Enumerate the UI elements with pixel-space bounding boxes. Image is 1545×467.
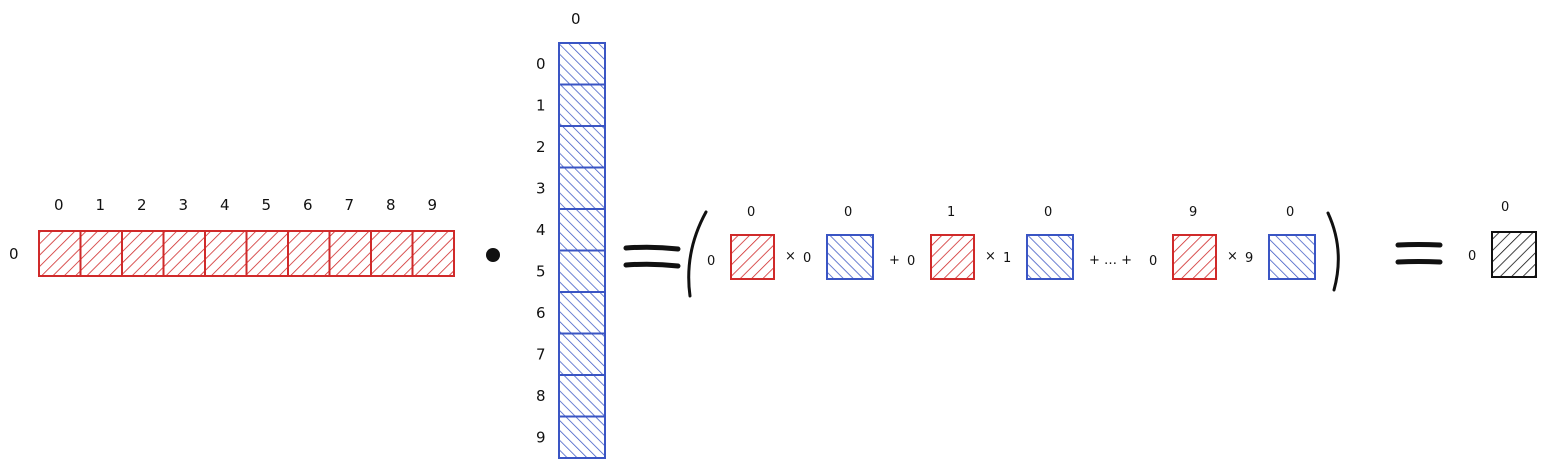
multiply-icon: × bbox=[1227, 249, 1238, 264]
term-blue-cell bbox=[1268, 234, 1316, 280]
column-vector-cell bbox=[558, 42, 606, 86]
row-vector-cell bbox=[245, 230, 289, 277]
expansion-term: 0 9 × 9 0 bbox=[1149, 205, 1316, 280]
left-paren-icon bbox=[687, 210, 708, 298]
column-vector-row-label: 8 bbox=[536, 387, 546, 405]
term-red-cell bbox=[1172, 234, 1217, 280]
expansion-sum: 0 0 × 0 0 +0 1 × 1 0 + … + 0 9 × 9 0 bbox=[707, 205, 1316, 280]
row-vector-col-label: 5 bbox=[262, 196, 272, 214]
multiply-icon: × bbox=[985, 249, 996, 264]
term-blue-col-label: 0 bbox=[1286, 205, 1294, 220]
row-vector-cells bbox=[38, 230, 455, 277]
dot-operator-icon bbox=[486, 248, 500, 262]
row-vector-cell bbox=[38, 230, 82, 277]
row-vector-col-label: 4 bbox=[220, 196, 230, 214]
term-red-col-label: 0 bbox=[747, 205, 755, 220]
row-vector-cell bbox=[287, 230, 331, 277]
result-cell: 0 0 bbox=[1468, 200, 1537, 278]
column-vector: 0 0 1 2 3 4 5 6 7 8 9 bbox=[536, 10, 606, 459]
column-vector-cell bbox=[558, 291, 606, 335]
term-blue-row-label: 9 bbox=[1245, 251, 1253, 266]
term-blue-cell bbox=[826, 234, 874, 280]
row-vector-col-label: 9 bbox=[428, 196, 438, 214]
column-vector-cell bbox=[558, 332, 606, 376]
column-vector-row-label: 7 bbox=[536, 346, 546, 364]
result-row-label: 0 bbox=[1468, 249, 1476, 264]
column-vector-cell bbox=[558, 415, 606, 459]
term-red-row-label: 0 bbox=[907, 254, 915, 269]
row-vector-col-label: 2 bbox=[137, 196, 147, 214]
row-vector-col-label: 1 bbox=[96, 196, 106, 214]
term-blue-row-label: 0 bbox=[803, 251, 811, 266]
result-col-label: 0 bbox=[1501, 200, 1509, 215]
column-vector-row-label: 0 bbox=[536, 55, 546, 73]
term-red-col-label: 1 bbox=[947, 205, 955, 220]
row-vector-cell bbox=[328, 230, 372, 277]
term-blue-col-label: 0 bbox=[1044, 205, 1052, 220]
column-vector-row-label: 1 bbox=[536, 97, 546, 115]
column-vector-cell bbox=[558, 249, 606, 293]
right-paren-icon bbox=[1326, 211, 1340, 292]
plus-operator-icon: + … + bbox=[1089, 253, 1132, 268]
term-red-cell bbox=[930, 234, 975, 280]
column-vector-row-label: 4 bbox=[536, 221, 546, 239]
equals-sign-icon bbox=[1395, 242, 1443, 265]
column-vector-cell bbox=[558, 208, 606, 252]
equals-sign-icon bbox=[623, 244, 681, 269]
row-vector-row-label: 0 bbox=[9, 245, 19, 263]
expansion-term: 0 1 × 1 0 + … + bbox=[907, 205, 1132, 280]
row-vector-cell bbox=[162, 230, 206, 277]
column-vector-cell bbox=[558, 125, 606, 169]
row-vector-cell bbox=[121, 230, 165, 277]
column-vector-col-label: 0 bbox=[571, 10, 581, 28]
term-blue-row-label: 1 bbox=[1003, 251, 1011, 266]
column-vector-cells bbox=[558, 42, 606, 459]
row-vector-cell bbox=[370, 230, 414, 277]
row-vector-cell bbox=[204, 230, 248, 277]
column-vector-row-label: 3 bbox=[536, 180, 546, 198]
row-vector: 0 0 1 2 3 4 5 6 7 8 9 bbox=[9, 196, 455, 277]
row-vector-cell bbox=[411, 230, 455, 277]
column-vector-row-label: 9 bbox=[536, 429, 546, 447]
term-red-col-label: 9 bbox=[1189, 205, 1197, 220]
term-red-row-label: 0 bbox=[1149, 254, 1157, 269]
row-vector-col-label: 6 bbox=[303, 196, 313, 214]
column-vector-row-labels: 0 1 2 3 4 5 6 7 8 9 bbox=[536, 55, 546, 447]
term-blue-col-label: 0 bbox=[844, 205, 852, 220]
column-vector-cell bbox=[558, 166, 606, 210]
expansion-term: 0 0 × 0 0 + bbox=[707, 205, 900, 280]
multiply-icon: × bbox=[785, 249, 796, 264]
column-vector-cell bbox=[558, 83, 606, 127]
column-vector-row-label: 2 bbox=[536, 138, 546, 156]
column-vector-row-label: 5 bbox=[536, 263, 546, 281]
plus-operator-icon: + bbox=[889, 253, 900, 268]
row-vector-col-label: 7 bbox=[345, 196, 355, 214]
row-vector-col-labels: 0 1 2 3 4 5 6 7 8 9 bbox=[54, 196, 437, 214]
result-square bbox=[1491, 231, 1537, 278]
row-vector-cell bbox=[79, 230, 123, 277]
row-vector-col-label: 3 bbox=[179, 196, 189, 214]
term-red-cell bbox=[730, 234, 775, 280]
row-vector-col-label: 0 bbox=[54, 196, 64, 214]
column-vector-row-label: 6 bbox=[536, 304, 546, 322]
column-vector-cell bbox=[558, 374, 606, 418]
row-vector-col-label: 8 bbox=[386, 196, 396, 214]
term-red-row-label: 0 bbox=[707, 254, 715, 269]
term-blue-cell bbox=[1026, 234, 1074, 280]
